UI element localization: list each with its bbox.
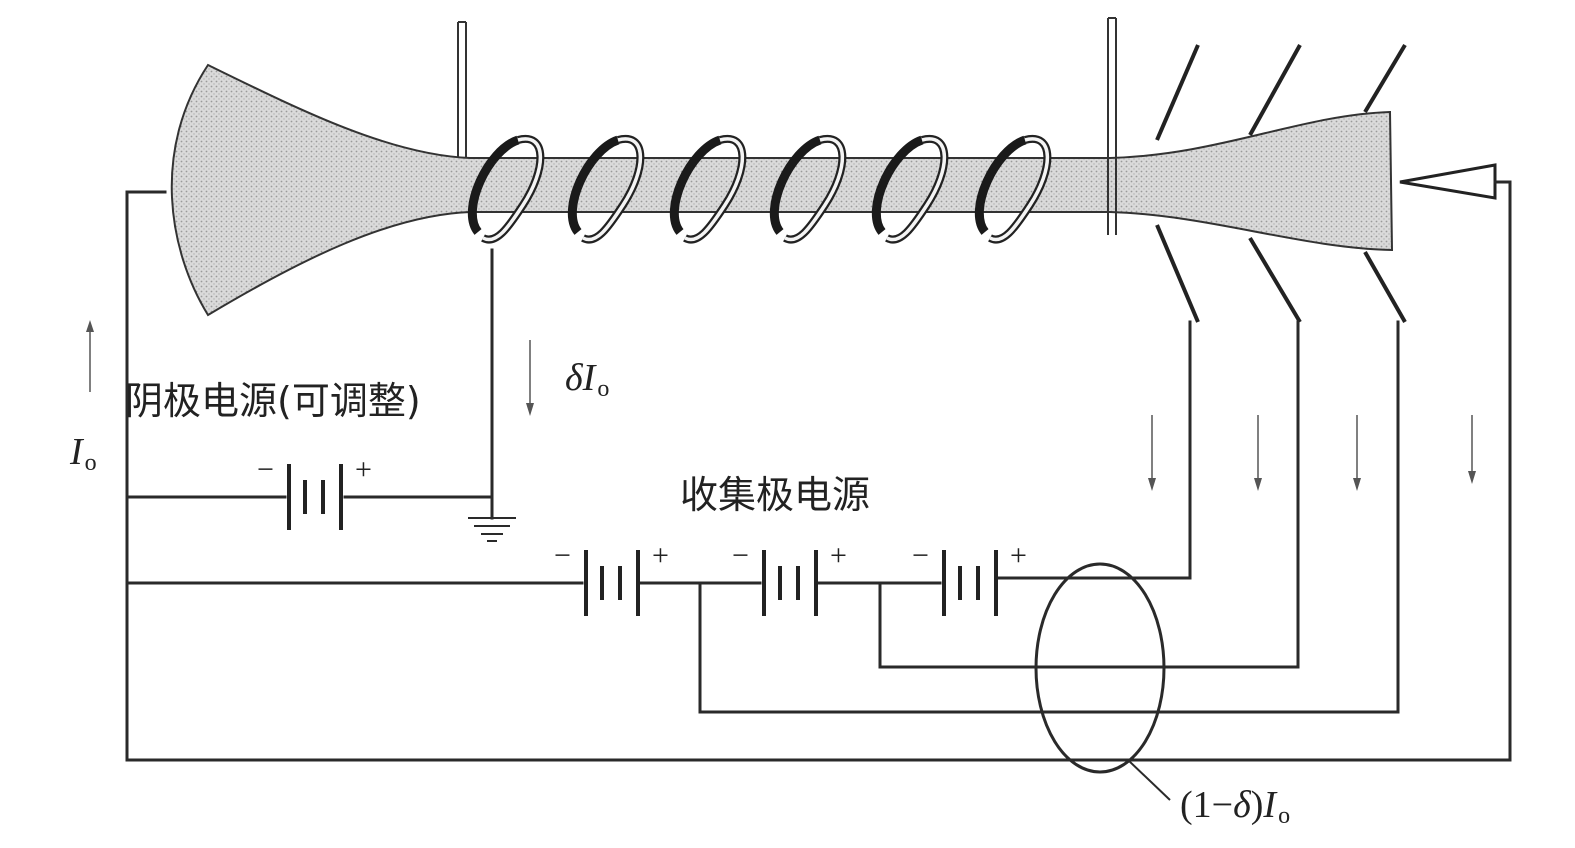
battery-plate xyxy=(618,566,622,600)
helix-turn-back xyxy=(669,135,722,235)
collector-battery-1: −+ xyxy=(554,539,669,616)
helix-turn-back xyxy=(467,135,520,235)
collector-plate-1-bottom xyxy=(1155,224,1200,323)
cathode-current-arrow-up xyxy=(86,320,94,392)
battery-plus-sign: + xyxy=(1010,539,1027,572)
helix-input-lead xyxy=(457,21,467,158)
cathode-to-bottom-wire xyxy=(125,180,1512,762)
battery-plate xyxy=(584,550,588,616)
battery-plate xyxy=(287,464,291,530)
battery-minus-sign: − xyxy=(732,539,749,572)
collector-3-current-arrow xyxy=(1353,415,1361,491)
helix-turn-highlight xyxy=(784,137,845,242)
collector-battery-3: −+ xyxy=(912,539,1027,616)
battery-plate xyxy=(636,550,640,616)
cathode-current-label: Io xyxy=(69,431,97,476)
helix-turn-back xyxy=(769,135,822,235)
battery-plate xyxy=(339,464,343,530)
battery-plus-sign: + xyxy=(830,539,847,572)
measurement-leader-line xyxy=(1127,759,1171,801)
battery-plate xyxy=(321,480,325,514)
ground-symbol xyxy=(468,495,516,542)
battery-plate xyxy=(600,566,604,600)
helix-output-lead xyxy=(1107,17,1117,235)
circuit-wires xyxy=(125,180,1512,762)
battery-plate xyxy=(994,550,998,616)
battery-plate xyxy=(814,550,818,616)
helix-current-arrow-down xyxy=(526,340,534,416)
battery-plate xyxy=(796,566,800,600)
end-collector xyxy=(1399,163,1497,200)
helix-turn-highlight xyxy=(989,137,1050,242)
helix-turn-highlight xyxy=(886,137,947,242)
collector-1-wire xyxy=(996,320,1192,580)
batteries: −+−+−+−+ xyxy=(257,453,1027,616)
helix-turn-back xyxy=(871,135,924,235)
helix-turn-highlight xyxy=(582,137,643,242)
current-arrows xyxy=(86,320,1476,491)
battery-plate xyxy=(762,550,766,616)
helix-turn-back xyxy=(567,135,620,235)
battery-plus-sign: + xyxy=(355,453,372,486)
collector-plate-3-top xyxy=(1363,43,1407,114)
helix-coil xyxy=(467,134,1052,244)
battery-plate xyxy=(942,550,946,616)
cathode-supply-label: 阴极电源(可调整) xyxy=(125,379,421,423)
battery-plus-sign: + xyxy=(652,539,669,572)
cathode-supply-battery: −+ xyxy=(257,453,372,530)
collector-plate-2-bottom xyxy=(1248,236,1302,324)
battery-plate xyxy=(976,566,980,600)
current-measurement-ellipse xyxy=(1034,562,1166,774)
collector-current-label: (1−δ)Io xyxy=(1180,784,1290,829)
collector-electrodes xyxy=(1155,43,1497,324)
collector-2-wire xyxy=(878,320,1300,669)
battery-minus-sign: − xyxy=(912,539,929,572)
collector-battery-2: −+ xyxy=(732,539,847,616)
battery-plate xyxy=(778,566,782,600)
battery-plate xyxy=(303,480,307,514)
collector-plate-1-top xyxy=(1155,44,1200,141)
collector-1-current-arrow xyxy=(1148,415,1156,491)
end-collector-current-arrow xyxy=(1468,415,1476,484)
battery-minus-sign: − xyxy=(257,453,274,486)
helix-turn-back xyxy=(974,135,1027,235)
collector-2-current-arrow xyxy=(1254,415,1262,491)
collector-supply-label: 收集极电源 xyxy=(680,473,870,517)
battery-minus-sign: − xyxy=(554,539,571,572)
collector-plate-3-bottom xyxy=(1363,251,1407,323)
collector-plate-2-top xyxy=(1248,44,1302,136)
collector-3-wire xyxy=(698,320,1400,714)
battery-plate xyxy=(958,566,962,600)
helix-current-label: δIo xyxy=(565,357,609,402)
helix-turn-highlight xyxy=(482,137,543,242)
helix-turn-highlight xyxy=(684,137,745,242)
